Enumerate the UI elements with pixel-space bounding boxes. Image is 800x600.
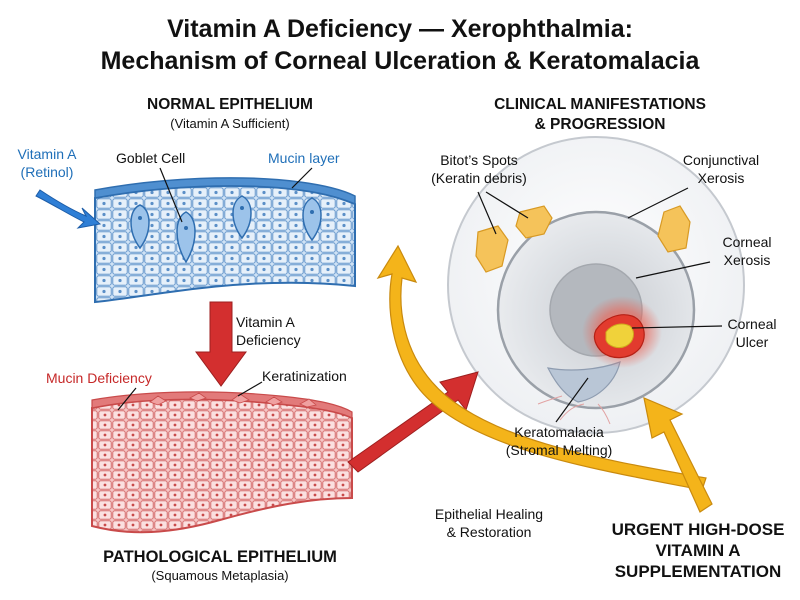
keratinization-label: Keratinization [262, 368, 347, 384]
clinical-heading-2: & PROGRESSION [534, 116, 666, 133]
conj-xerosis-label-1: Conjunctival [682, 152, 760, 168]
urgent-label-2: VITAMIN A [655, 541, 741, 560]
deficiency-label-1: Vitamin A [236, 314, 295, 330]
bitots-spots [475, 205, 691, 273]
corneal-ulcer-label-1: Corneal [727, 316, 777, 332]
normal-epithelium-tissue [94, 177, 356, 304]
deficiency-down-arrow [195, 301, 247, 387]
bitots-label-1: Bitot’s Spots [440, 152, 518, 168]
keratomalacia-pointer [555, 377, 589, 423]
progression-arrow [347, 371, 479, 473]
clinical-heading-1: CLINICAL MANIFESTATIONS [494, 96, 706, 113]
bitots-pointer-a [477, 191, 497, 235]
goblet-cell-label: Goblet Cell [116, 150, 186, 166]
vitamin-a-label: Vitamin A [17, 146, 77, 162]
mucin-layer-label: Mucin layer [268, 150, 340, 166]
corneal-ulcer [582, 296, 662, 368]
supplementation-arrow [643, 397, 713, 513]
page-title-line-1: Vitamin A Deficiency — Xerophthalmia: [167, 15, 633, 43]
deficiency-label-2: Deficiency [236, 332, 301, 348]
mucin-pointer [291, 167, 313, 189]
corneal-xerosis-pointer [635, 261, 711, 279]
keratomalacia-label-1: Keratomalacia [514, 424, 604, 440]
healing-label-2: & Restoration [446, 524, 532, 540]
page-title-line-2: Mechanism of Corneal Ulceration & Kerato… [100, 47, 700, 75]
mucin-deficiency-pointer [117, 387, 137, 411]
urgent-label-3: SUPPLEMENTATION [614, 562, 782, 581]
conj-xerosis-pointer [627, 187, 689, 219]
healing-arrow [376, 244, 707, 491]
mucin-deficiency-label: Mucin Deficiency [46, 370, 152, 386]
urgent-label-1: URGENT HIGH-DOSE [611, 520, 785, 539]
goblet-cells [130, 195, 322, 264]
pathological-epithelium-tissue [91, 391, 353, 534]
pathological-heading: PATHOLOGICAL EPITHELIUM [103, 548, 337, 566]
normal-subheading: (Vitamin A Sufficient) [170, 116, 290, 131]
normal-heading: NORMAL EPITHELIUM [147, 96, 313, 113]
goblet-pointer [159, 167, 183, 223]
healing-label-1: Epithelial Healing [434, 506, 544, 522]
corneal-xerosis-label-2: Xerosis [723, 252, 771, 268]
bitots-label-2: (Keratin debris) [431, 170, 527, 186]
vitamin-a-arrow [35, 189, 102, 229]
bitots-pointer-b [485, 191, 529, 219]
keratomalacia-label-2: (Stromal Melting) [505, 442, 613, 458]
retinol-label: (Retinol) [20, 164, 74, 180]
pathological-subheading: (Squamous Metaplasia) [151, 568, 289, 583]
ulcer-pointer [631, 325, 723, 329]
keratinization-pointer [237, 381, 263, 397]
corneal-xerosis-label-1: Corneal [722, 234, 772, 250]
conj-xerosis-label-2: Xerosis [697, 170, 745, 186]
corneal-ulcer-label-2: Ulcer [735, 334, 769, 350]
